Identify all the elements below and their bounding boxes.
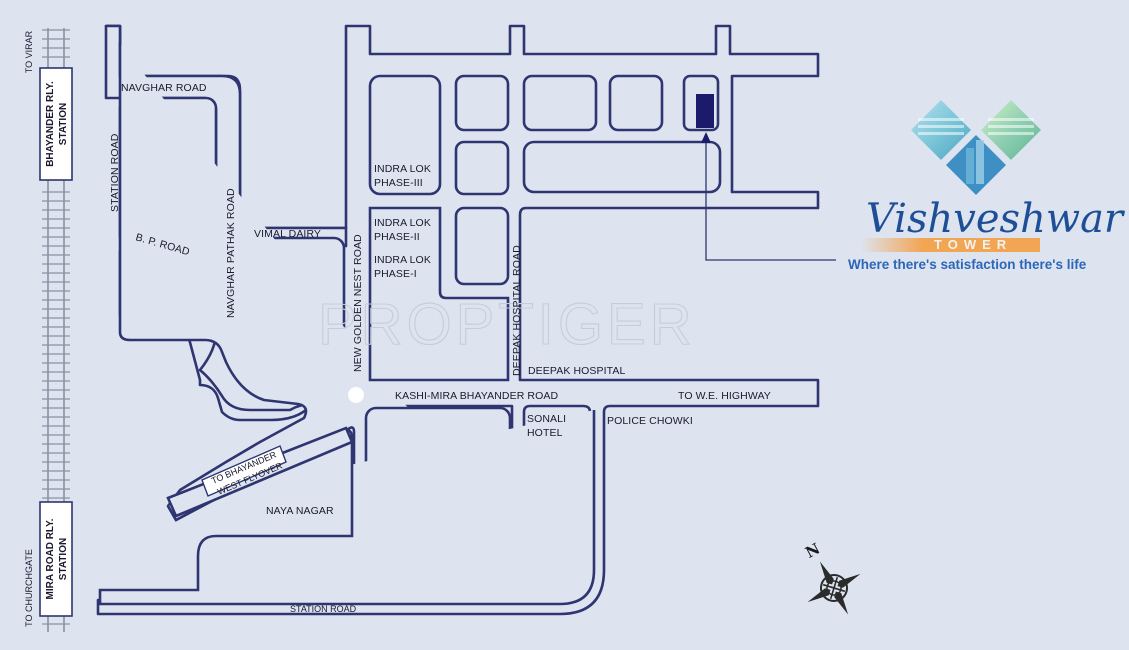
place-labels: INDRA LOK PHASE-III INDRA LOK PHASE-II I…	[266, 163, 693, 517]
svg-text:HOTEL: HOTEL	[527, 427, 563, 439]
compass-north-label: N	[802, 539, 823, 561]
svg-text:DEEPAK HOSPITAL: DEEPAK HOSPITAL	[528, 365, 625, 377]
brand-subname: TOWER	[934, 237, 1012, 252]
svg-text:STATION: STATION	[58, 538, 69, 580]
svg-text:INDRA LOK: INDRA LOK	[374, 163, 431, 175]
pointer-line	[701, 132, 836, 261]
navghar-road-label: NAVGHAR ROAD	[121, 82, 207, 94]
junction-circle	[348, 387, 364, 403]
vimal-dairy-label: VIMAL DAIRY	[254, 228, 321, 240]
deepak-hospital-road-label: DEEPAK HOSPITAL ROAD	[511, 245, 523, 376]
navghar-pathak-road-label: NAVGHAR PATHAK ROAD	[225, 188, 237, 318]
svg-text:INDRA LOK: INDRA LOK	[374, 254, 431, 266]
svg-text:PHASE-II: PHASE-II	[374, 231, 420, 243]
mira-road-station[interactable]: MIRA ROAD RLY. STATION	[39, 501, 73, 617]
to-we-highway-label: TO W.E. HIGHWAY	[678, 390, 771, 402]
to-virar-label: TO VIRAR	[24, 30, 34, 73]
brand-logo: Vishveshwar TOWER Where there's satisfac…	[848, 100, 1126, 272]
station-road-bottom-label: STATION ROAD	[290, 604, 357, 614]
watermark: PROPTIGER	[318, 292, 696, 357]
svg-text:PHASE-I: PHASE-I	[374, 268, 417, 280]
svg-text:NAYA NAGAR: NAYA NAGAR	[266, 505, 334, 517]
svg-text:SONALI: SONALI	[527, 413, 566, 425]
brand-tagline: Where there's satisfaction there's life	[848, 257, 1087, 272]
station-road-left-label: STATION ROAD	[109, 133, 121, 212]
brand-name: Vishveshwar	[866, 196, 1126, 242]
new-golden-nest-road-label: NEW GOLDEN NEST ROAD	[352, 234, 364, 372]
project-location-marker[interactable]	[696, 94, 714, 128]
svg-text:STATION: STATION	[58, 103, 69, 145]
svg-text:PHASE-III: PHASE-III	[374, 177, 423, 189]
bhayander-station[interactable]: BHAYANDER RLY. STATION	[39, 67, 73, 181]
svg-text:MIRA ROAD RLY.: MIRA ROAD RLY.	[45, 518, 56, 599]
to-churchgate-label: TO CHURCHGATE	[24, 549, 34, 627]
svg-text:BHAYANDER RLY.: BHAYANDER RLY.	[45, 81, 56, 167]
svg-text:POLICE CHOWKI: POLICE CHOWKI	[607, 415, 693, 427]
svg-text:INDRA LOK: INDRA LOK	[374, 217, 431, 229]
compass-icon	[807, 561, 861, 615]
city-blocks	[98, 24, 722, 606]
kashi-mira-road-label: KASHI-MIRA BHAYANDER ROAD	[395, 390, 558, 402]
